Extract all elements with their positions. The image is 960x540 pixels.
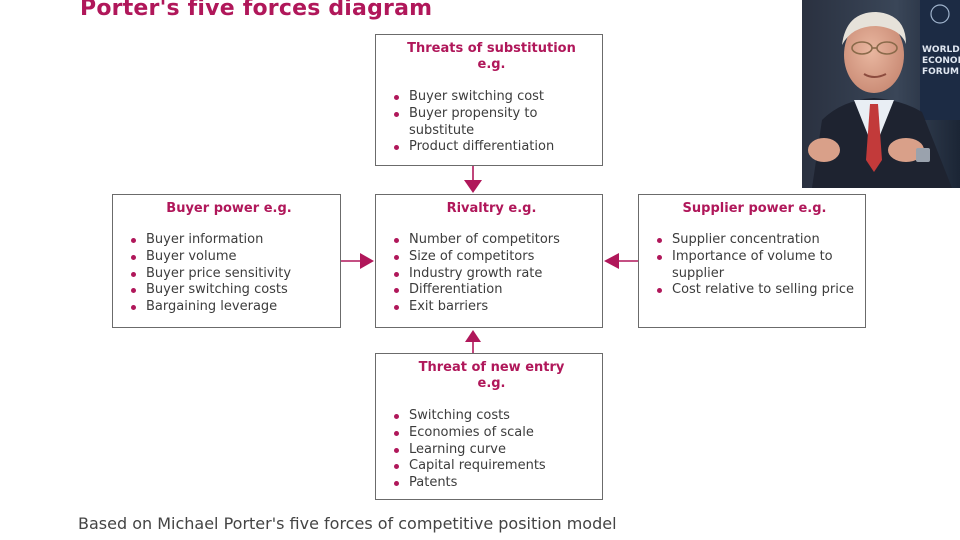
banner-line: FORUM — [922, 67, 959, 77]
banner-line: WORLD — [922, 45, 960, 55]
buyer-power-title: Buyer power e.g. — [166, 201, 292, 216]
list-item: Supplier concentration — [654, 232, 855, 249]
arrow-substitution-to-rivalry — [464, 166, 482, 193]
substitution-title: Threats of substitution e.g. — [407, 41, 576, 72]
list-item: Buyer information — [128, 232, 330, 249]
rivalry-list: Number of competitors Size of competitor… — [391, 232, 592, 316]
list-item: Differentiation — [391, 282, 592, 299]
new-entry-list: Switching costs Economies of scale Learn… — [391, 408, 592, 492]
rivalry-box: Rivaltry e.g. Number of competitors Size… — [375, 194, 603, 328]
arrow-supplier-to-rivalry — [604, 253, 638, 269]
list-item: Buyer volume — [128, 249, 330, 266]
list-item: Economies of scale — [391, 425, 592, 442]
supplier-power-box: Supplier power e.g. Supplier concentrati… — [638, 194, 866, 328]
supplier-power-title: Supplier power e.g. — [682, 201, 827, 216]
list-item: Switching costs — [391, 408, 592, 425]
speaker-photo: WORLD ECONOMIC FORUM — [802, 0, 960, 188]
banner-line: ECONOMIC — [922, 56, 960, 66]
list-item: Bargaining leverage — [128, 299, 330, 316]
list-item: Exit barriers — [391, 299, 592, 316]
list-item: Buyer propensity to substitute — [391, 106, 592, 140]
list-item: Size of competitors — [391, 249, 592, 266]
buyer-power-list: Buyer information Buyer volume Buyer pri… — [128, 232, 330, 316]
arrow-entry-to-rivalry — [465, 330, 481, 353]
substitution-list: Buyer switching cost Buyer propensity to… — [391, 89, 592, 156]
list-item: Importance of volume to supplier — [654, 249, 855, 283]
list-item: Capital requirements — [391, 458, 592, 475]
list-item: Number of competitors — [391, 232, 592, 249]
list-item: Cost relative to selling price — [654, 282, 855, 299]
forum-banner: WORLD ECONOMIC FORUM — [922, 45, 960, 77]
list-item: Buyer price sensitivity — [128, 266, 330, 283]
rivalry-title: Rivaltry e.g. — [446, 201, 537, 216]
substitution-box: Threats of substitution e.g. Buyer switc… — [375, 34, 603, 166]
list-item: Patents — [391, 475, 592, 492]
list-item: Buyer switching cost — [391, 89, 592, 106]
buyer-power-box: Buyer power e.g. Buyer information Buyer… — [112, 194, 341, 328]
page-title: Porter's five forces diagram — [80, 0, 433, 21]
list-item: Buyer switching costs — [128, 282, 330, 299]
new-entry-box: Threat of new entry e.g. Switching costs… — [375, 353, 603, 500]
list-item: Learning curve — [391, 442, 592, 459]
caption: Based on Michael Porter's five forces of… — [78, 514, 617, 533]
new-entry-title: Threat of new entry e.g. — [418, 360, 565, 391]
list-item: Product differentiation — [391, 139, 592, 156]
supplier-power-list: Supplier concentration Importance of vol… — [654, 232, 855, 299]
list-item: Industry growth rate — [391, 266, 592, 283]
arrow-buyer-to-rivalry — [341, 253, 374, 269]
